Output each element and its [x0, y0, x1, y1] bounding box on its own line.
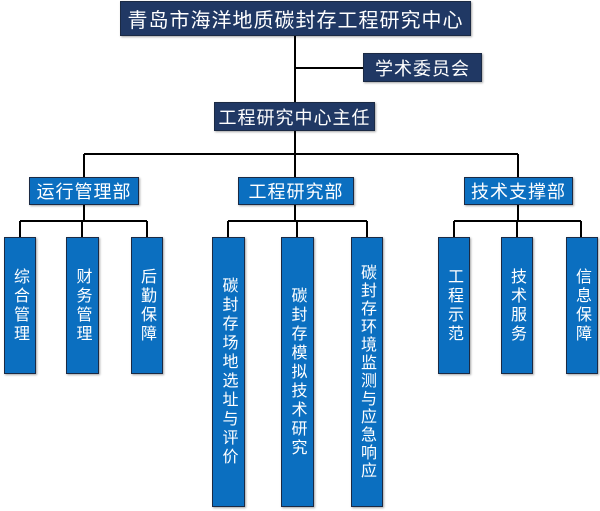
unit-label: 技术服务 [508, 267, 527, 344]
unit-box: 财务管理 [66, 237, 99, 374]
dept-operations: 运行管理部 [29, 177, 139, 205]
director-label: 工程研究中心主任 [218, 107, 371, 129]
unit-label: 后勤保障 [138, 267, 157, 344]
unit-box: 后勤保障 [131, 237, 163, 374]
dept-label: 技术支撑部 [471, 182, 566, 203]
unit-box: 工程示范 [438, 237, 470, 374]
unit-box: 技术服务 [501, 237, 533, 374]
director-box: 工程研究中心主任 [214, 102, 375, 131]
dept-engineering-research: 工程研究部 [238, 177, 354, 205]
committee-box: 学术委员会 [363, 53, 482, 82]
dept-technical-support: 技术支撑部 [464, 177, 573, 205]
unit-box: 碳封存场地选址与评价 [212, 237, 245, 507]
center-title-box: 青岛市海洋地质碳封存工程研究中心 [120, 1, 471, 36]
unit-box: 综合管理 [4, 237, 36, 374]
unit-label: 碳封存模拟技术研究 [288, 286, 308, 458]
unit-label: 信息保障 [573, 267, 592, 344]
dept-label: 运行管理部 [36, 182, 132, 203]
unit-box: 碳封存模拟技术研究 [281, 237, 314, 507]
unit-box: 信息保障 [566, 237, 598, 374]
unit-label: 工程示范 [445, 267, 464, 344]
center-title: 青岛市海洋地质碳封存工程研究中心 [127, 8, 464, 32]
unit-label: 财务管理 [73, 267, 93, 344]
dept-label: 工程研究部 [248, 182, 344, 203]
unit-label: 碳封存环境监测与应急响应 [358, 264, 377, 480]
unit-label: 碳封存场地选址与评价 [219, 277, 239, 467]
committee-label: 学术委员会 [375, 58, 470, 80]
unit-box: 碳封存环境监测与应急响应 [351, 237, 383, 507]
unit-label: 综合管理 [11, 267, 30, 344]
